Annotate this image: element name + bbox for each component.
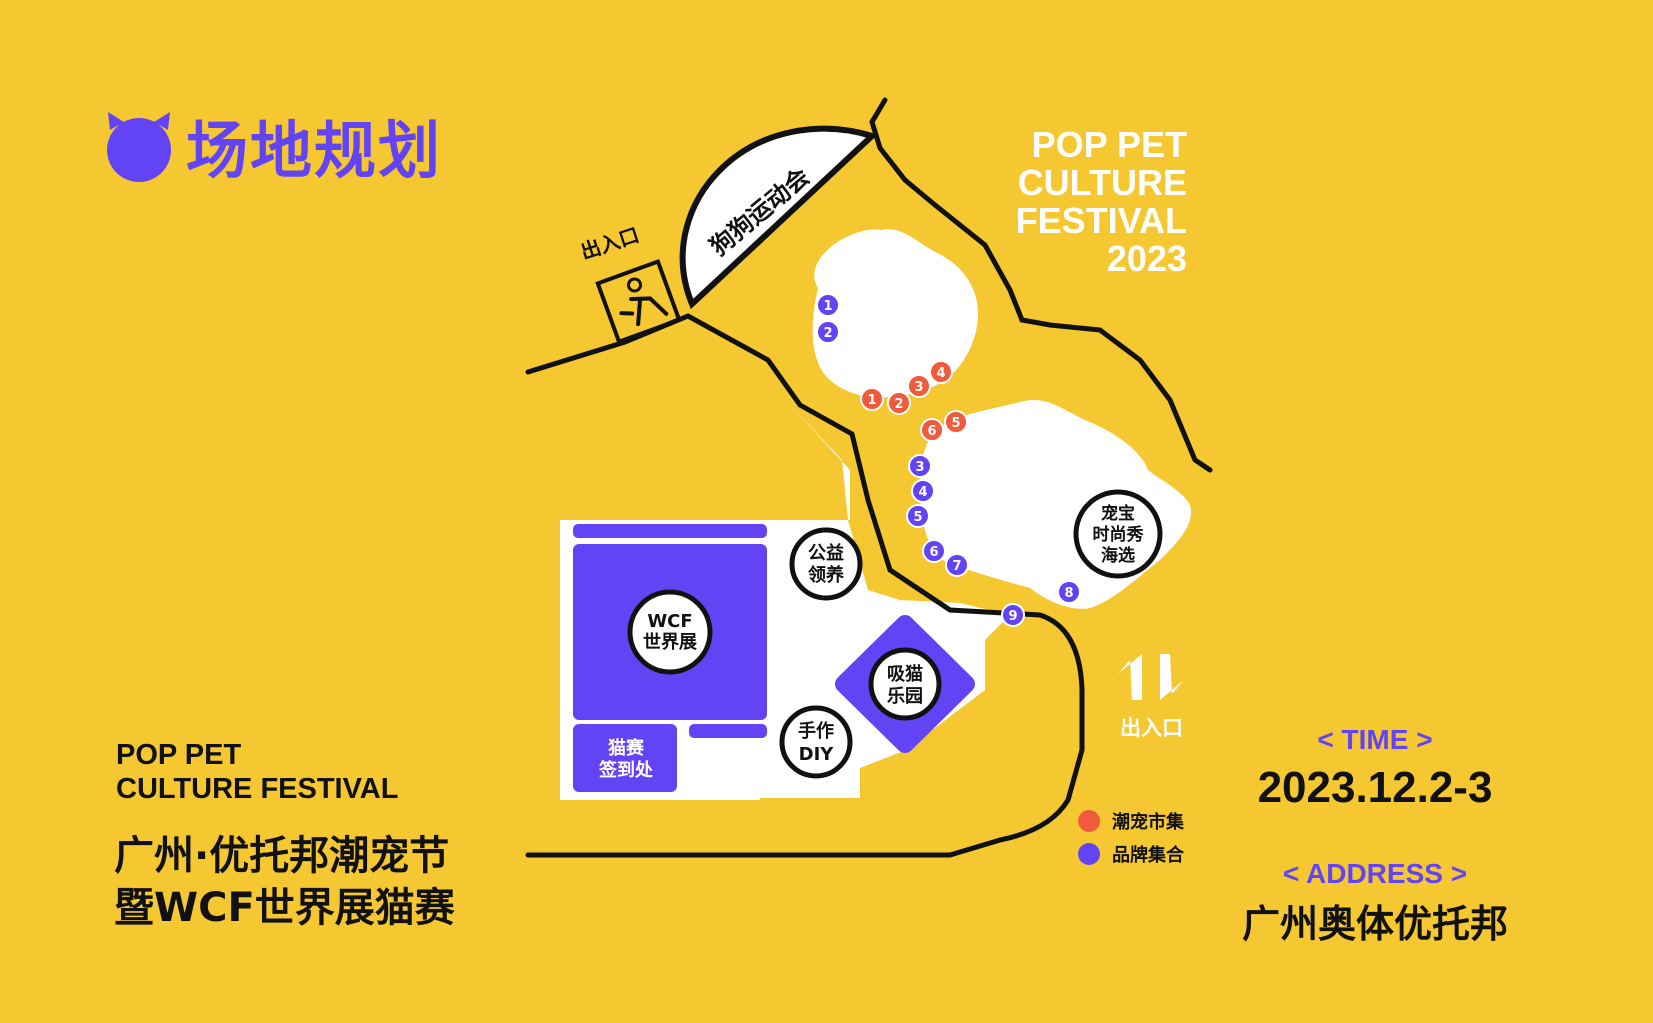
poster-title-line: 2023 — [1106, 238, 1187, 279]
brand-booth-marker-dot — [911, 479, 935, 503]
zone-diy-label-1: 手作 — [798, 720, 834, 742]
brand-booth-marker: 1 — [816, 293, 840, 317]
market-booth-marker-number: 5 — [951, 416, 960, 431]
orange-dot-icon — [1078, 809, 1100, 832]
brand-booth-marker-number: 9 — [1008, 609, 1017, 624]
zone-wcf-label-1: WCF — [647, 611, 692, 632]
zone-fashion-show: 宠宝 时尚秀 海选 — [1073, 489, 1163, 579]
brand-booth-marker: 2 — [816, 320, 840, 344]
zone-wcf-expo: WCF 世界展 — [627, 589, 713, 675]
brand-booth-marker: 4 — [911, 479, 935, 503]
zone-adoption-label-1: 公益 — [808, 542, 844, 564]
pond-north — [812, 229, 979, 398]
brand-booth-marker-number: 6 — [929, 545, 938, 560]
time-label: < TIME > — [1317, 724, 1433, 755]
poster-title-en: POP PET CULTURE FESTIVAL 2023 — [1016, 126, 1187, 278]
brand-booth-marker-number: 7 — [952, 559, 961, 574]
purple-dot-icon — [1078, 842, 1100, 865]
brand-booth-marker-dot — [922, 539, 946, 563]
map-legend: 潮宠市集 品牌集合 — [1078, 804, 1184, 870]
paths — [525, 97, 1213, 858]
address-value: 广州奥体优托邦 — [1241, 902, 1508, 946]
poster-title-line: FESTIVAL — [1015, 200, 1187, 241]
brand-booth-marker-dot — [945, 553, 969, 577]
festival-cn-line: 广州·优托邦潮宠节 — [114, 833, 450, 879]
time-value: 2023.12.2-3 — [1257, 763, 1493, 812]
zone-cat-paradise-label-2: 乐园 — [887, 686, 923, 707]
zone-fashion-label-3: 海选 — [1101, 545, 1135, 566]
brand-booth-marker-number: 3 — [915, 460, 924, 475]
zone-cat-paradise-label-1: 吸猫 — [887, 663, 923, 685]
market-booth-marker: 2 — [887, 391, 911, 415]
entrance-left-label: 出入口 — [578, 223, 642, 264]
market-booth-marker: 6 — [920, 418, 944, 442]
brand-booth-marker-dot — [816, 320, 840, 344]
brand-booth-marker-dot — [908, 454, 932, 478]
legend-item-brand: 品牌集合 — [1078, 837, 1184, 870]
poster-title-line: CULTURE — [1017, 162, 1187, 203]
brand-booth-marker-dot — [816, 293, 840, 317]
entrance-right-label: 出入口 — [1120, 716, 1183, 740]
address-label: < ADDRESS > — [1282, 858, 1468, 889]
zone-fashion-label-2: 时尚秀 — [1093, 524, 1144, 545]
zone-diy-label-2: DIY — [799, 744, 835, 765]
market-booth-marker-number: 4 — [936, 366, 945, 381]
market-booth-marker: 3 — [907, 374, 931, 398]
zone-cat-paradise: 吸猫 乐园 — [835, 615, 975, 753]
legend-label: 品牌集合 — [1112, 844, 1184, 866]
brand-booth-marker-number: 1 — [823, 299, 832, 314]
festival-en-line: POP PET — [116, 739, 242, 771]
running-exit-icon — [595, 258, 682, 345]
zone-diy: 手作 DIY — [779, 705, 853, 779]
brand-booth-marker: 8 — [1057, 580, 1081, 604]
brand-booth-marker-number: 5 — [913, 510, 922, 525]
festival-en-line: CULTURE FESTIVAL — [116, 773, 399, 805]
brand-booth-marker: 6 — [922, 539, 946, 563]
title-block: 场地规划 — [104, 100, 442, 190]
market-booth-marker-dot — [920, 418, 944, 442]
brand-booth-marker-number: 2 — [823, 326, 832, 341]
two-way-arrow-icon — [1118, 654, 1184, 700]
market-booth-marker-dot — [860, 387, 884, 411]
brand-booth-marker: 5 — [906, 504, 930, 528]
page-title: 场地规划 — [186, 114, 443, 187]
festival-name-cn: 广州·优托邦潮宠节 暨WCF世界展猫赛 — [114, 830, 455, 934]
cat-head-icon — [107, 112, 171, 182]
zone-fashion-label-1: 宠宝 — [1101, 503, 1135, 524]
zone-wcf-label-2: 世界展 — [643, 632, 698, 653]
market-booth-marker-dot — [887, 391, 911, 415]
legend-item-market: 潮宠市集 — [1078, 804, 1184, 837]
brand-booth-marker-number: 4 — [918, 485, 927, 500]
market-booth-marker-number: 3 — [914, 380, 923, 395]
brand-booth-marker-number: 8 — [1064, 586, 1073, 601]
market-booth-marker: 1 — [860, 387, 884, 411]
brand-booth-marker: 3 — [908, 454, 932, 478]
market-booth-marker-dot — [929, 360, 953, 384]
festival-cn-line: 暨WCF世界展猫赛 — [114, 885, 455, 931]
market-booth-marker: 5 — [944, 410, 968, 434]
market-booth-marker-number: 6 — [927, 424, 936, 439]
brand-booth-marker: 7 — [945, 553, 969, 577]
market-booth-marker-number: 1 — [867, 393, 876, 408]
poster-title-line: POP PET — [1031, 124, 1187, 165]
brand-booth-marker: 9 — [1001, 603, 1025, 627]
brand-booth-marker-dot — [906, 504, 930, 528]
market-booth-marker-dot — [944, 410, 968, 434]
brand-booth-marker-dot — [1057, 580, 1081, 604]
dog-games-area: 狗狗运动会 — [679, 125, 878, 310]
festival-name-en: POP PET CULTURE FESTIVAL — [116, 738, 398, 806]
zone-adoption: 公益 领养 — [789, 527, 863, 601]
legend-label: 潮宠市集 — [1112, 811, 1184, 833]
zone-checkin-label-2: 签到处 — [598, 759, 654, 781]
market-booth-marker: 4 — [929, 360, 953, 384]
zone-cat-checkin: 猫赛 签到处 — [598, 737, 654, 781]
zone-adoption-label-2: 领养 — [808, 564, 845, 586]
zone-checkin-label-1: 猫赛 — [608, 737, 645, 759]
brand-booth-marker-dot — [1001, 603, 1025, 627]
market-booth-marker-dot — [907, 374, 931, 398]
market-booth-marker-number: 2 — [894, 397, 903, 412]
